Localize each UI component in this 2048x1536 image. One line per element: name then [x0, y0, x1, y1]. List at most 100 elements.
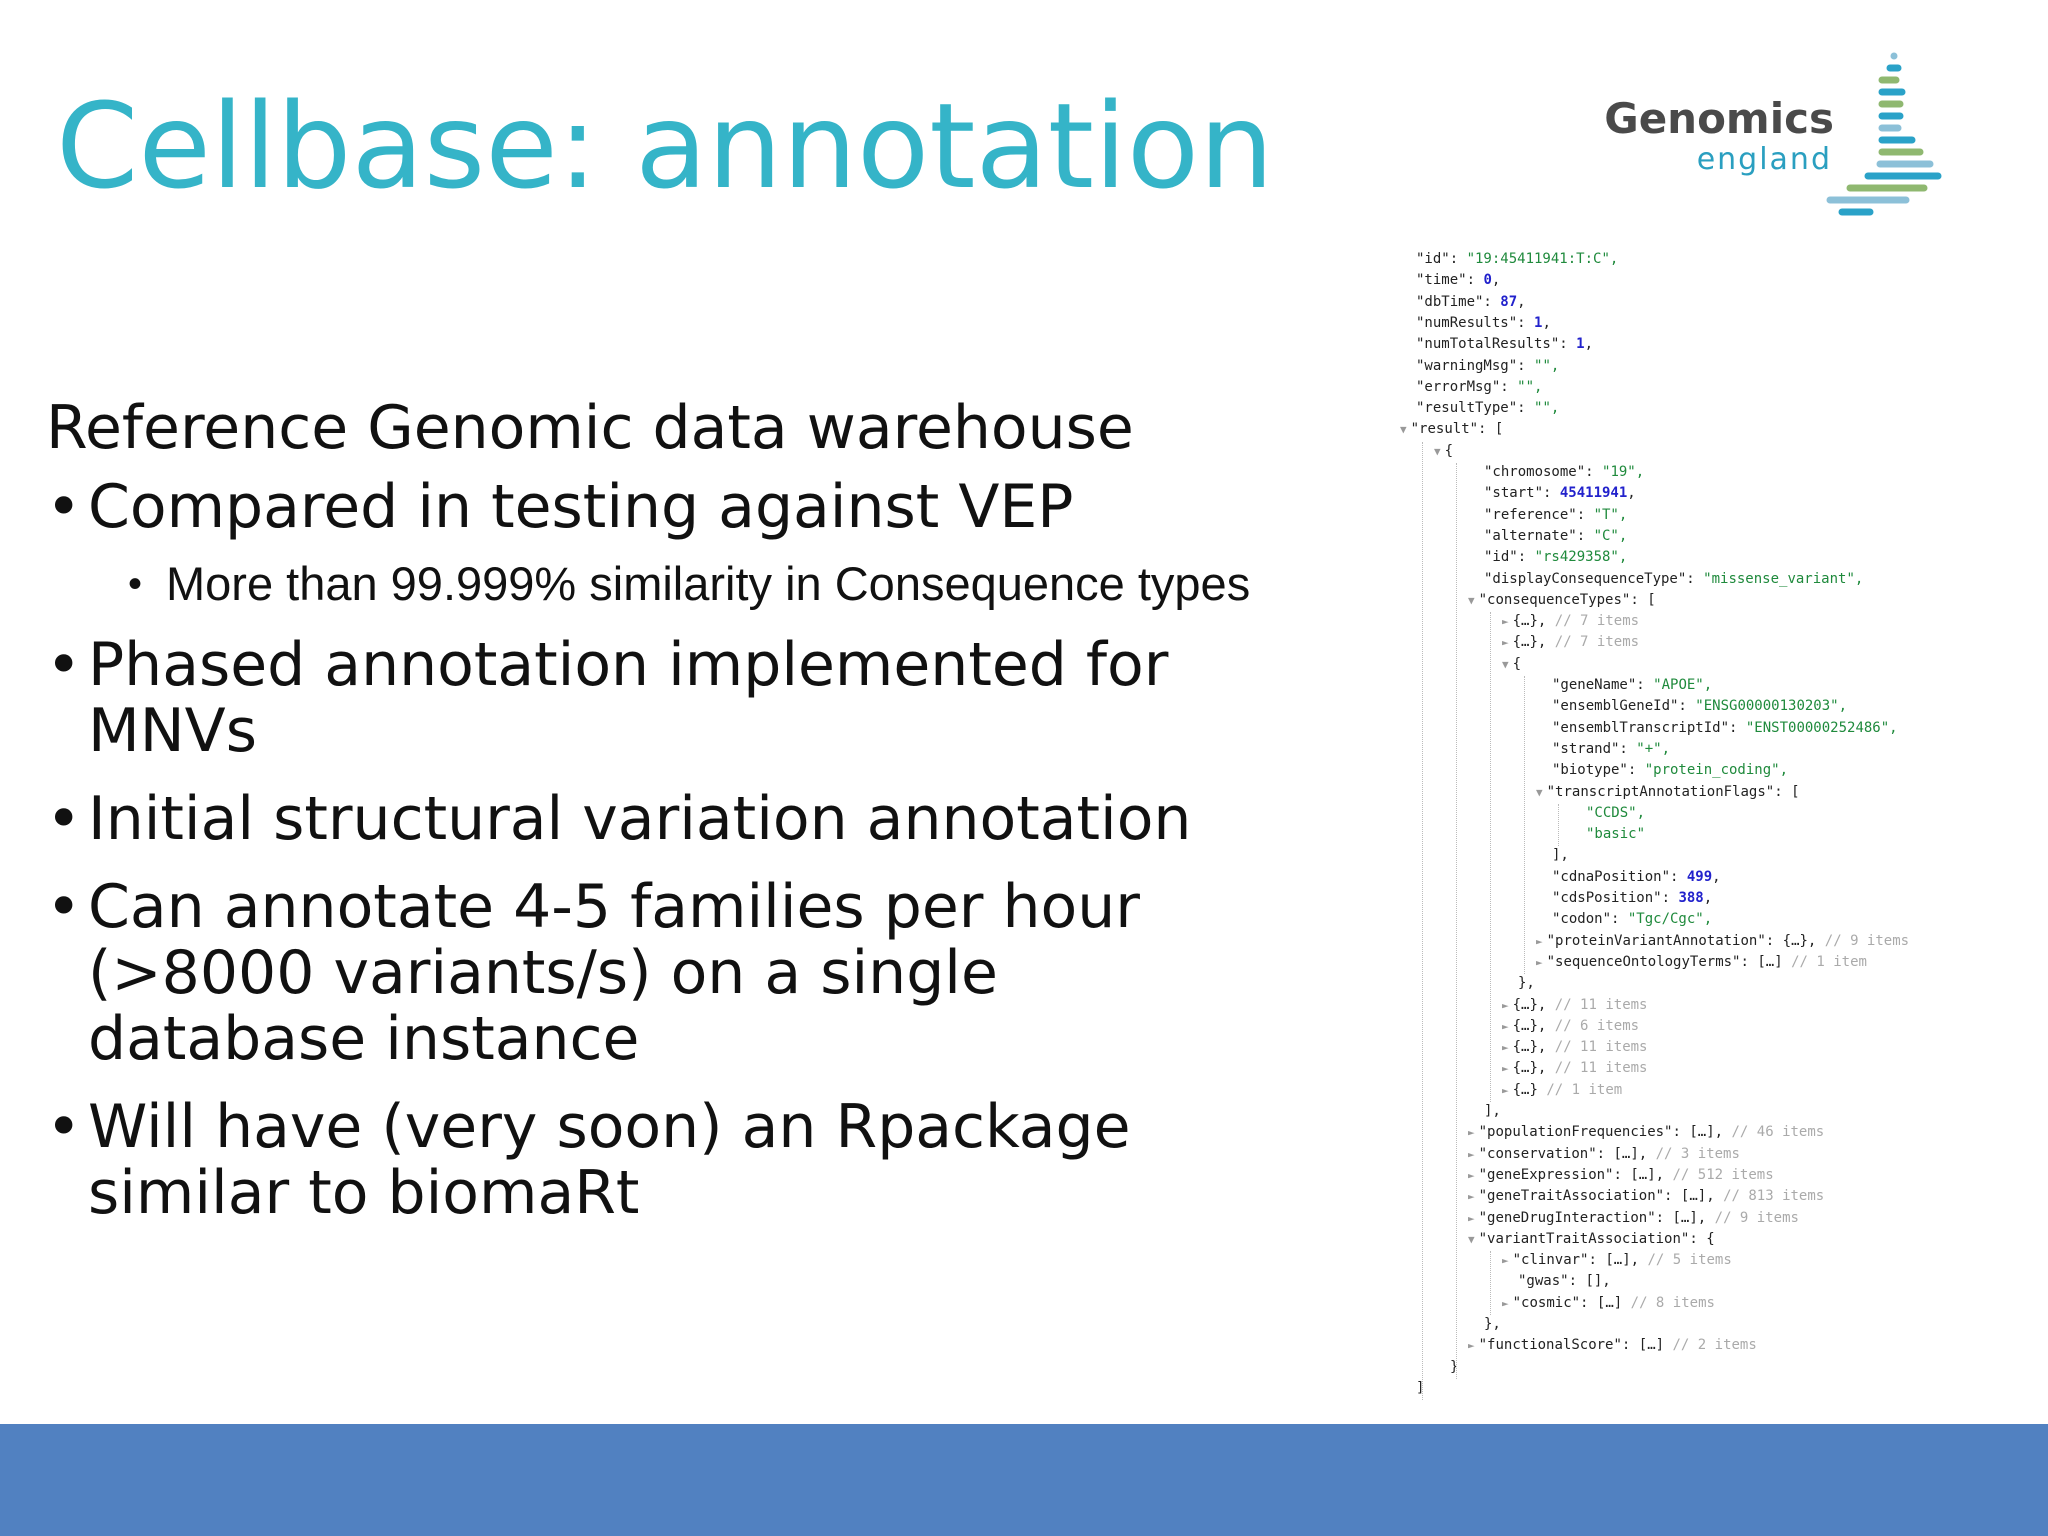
expand-toggle-icon[interactable]: ► [1468, 1168, 1475, 1182]
json-value: […], [1613, 1145, 1648, 1162]
json-line[interactable]: ▼"variantTraitAssociation": { [1468, 1230, 1715, 1249]
json-value: {…} [1512, 1081, 1538, 1098]
json-line[interactable]: ►"populationFrequencies": […], // 46 ite… [1468, 1123, 1824, 1142]
json-value: "missense_variant", [1703, 570, 1864, 587]
json-value: "", [1534, 357, 1560, 374]
json-line[interactable]: ▼"consequenceTypes": [ [1468, 591, 1656, 610]
json-comment: // 8 items [1622, 1294, 1715, 1311]
json-line[interactable]: ▼"transcriptAnnotationFlags": [ [1536, 783, 1800, 802]
collapse-toggle-icon[interactable]: ▼ [1502, 657, 1509, 671]
json-value: {…}, [1512, 1060, 1547, 1077]
json-line[interactable]: ►"sequenceOntologyTerms": […] // 1 item [1536, 953, 1867, 972]
json-key: "reference": [1484, 506, 1594, 523]
json-line[interactable]: ►"conservation": […], // 3 items [1468, 1145, 1740, 1164]
bullet-text: Phased annotation implemented for MNVs [88, 630, 1169, 766]
json-value: 45411941 [1559, 485, 1628, 502]
json-line: "warningMsg": "", [1416, 357, 1559, 375]
expand-toggle-icon[interactable]: ► [1502, 998, 1509, 1012]
json-value: {…}, [1512, 996, 1547, 1013]
json-value: "C", [1593, 527, 1628, 544]
json-line: "basic" [1586, 825, 1645, 843]
json-line[interactable]: ►"cosmic": […] // 8 items [1502, 1294, 1715, 1313]
expand-toggle-icon[interactable]: ► [1502, 1254, 1509, 1268]
expand-toggle-icon[interactable]: ► [1502, 1019, 1509, 1033]
json-key: "populationFrequencies": [1478, 1124, 1690, 1141]
collapse-toggle-icon[interactable]: ▼ [1468, 593, 1475, 607]
logo-word-england: england [1696, 142, 1832, 177]
json-line: }, [1484, 1315, 1501, 1333]
bullet-5: • Will have (very soon) an Rpackage simi… [46, 1094, 1286, 1226]
json-value: 499 [1686, 868, 1713, 885]
json-line[interactable]: ►{…}, // 7 items [1502, 612, 1639, 631]
genomics-england-logo: Genomics england [1604, 48, 1980, 228]
json-line[interactable]: ►{…}, // 11 items [1502, 996, 1648, 1015]
expand-toggle-icon[interactable]: ► [1502, 1296, 1509, 1310]
collapse-toggle-icon[interactable]: ▼ [1400, 423, 1407, 437]
expand-toggle-icon[interactable]: ► [1502, 1062, 1509, 1076]
json-line: "gwas": [], [1518, 1272, 1611, 1290]
json-comment: // 11 items [1546, 1039, 1648, 1056]
json-value: […] [1638, 1337, 1665, 1354]
json-line[interactable]: ▼{ [1502, 655, 1521, 674]
collapse-toggle-icon[interactable]: ▼ [1536, 785, 1543, 799]
json-line: "numTotalResults": 1, [1416, 335, 1593, 353]
json-line[interactable]: ►"clinvar": […], // 5 items [1502, 1251, 1732, 1270]
json-key: "numTotalResults": [1416, 336, 1577, 353]
json-value: 1 [1576, 336, 1585, 353]
json-line: "biotype": "protein_coding", [1552, 761, 1788, 779]
json-line[interactable]: ►{…}, // 11 items [1502, 1059, 1648, 1078]
json-key: "time": [1416, 272, 1484, 289]
json-key: "conservation": [1478, 1145, 1614, 1162]
json-key: "id": [1416, 251, 1467, 267]
json-key: "ensemblGeneId": [1552, 698, 1696, 715]
json-line: ] [1416, 1379, 1424, 1397]
collapse-toggle-icon[interactable]: ▼ [1468, 1232, 1475, 1246]
json-line[interactable]: ►{…} // 1 item [1502, 1081, 1622, 1100]
expand-toggle-icon[interactable]: ► [1502, 636, 1509, 650]
json-value: "", [1517, 378, 1543, 395]
json-line[interactable]: ▼"result": [ [1400, 420, 1503, 439]
json-comment: // 1 item [1537, 1081, 1623, 1098]
json-line[interactable]: ►"geneTraitAssociation": […], // 813 ite… [1468, 1187, 1824, 1206]
json-line[interactable]: ►"proteinVariantAnnotation": {…}, // 9 i… [1536, 932, 1909, 951]
json-line[interactable]: ►"geneDrugInteraction": […], // 9 items [1468, 1209, 1799, 1228]
json-value: { [1444, 442, 1454, 459]
json-line: "dbTime": 87, [1416, 293, 1526, 311]
json-comma: , [1627, 485, 1636, 502]
json-comment: // 2 items [1664, 1337, 1757, 1354]
expand-toggle-icon[interactable]: ► [1468, 1126, 1475, 1140]
expand-toggle-icon[interactable]: ► [1536, 934, 1543, 948]
json-line: "errorMsg": "", [1416, 378, 1542, 396]
expand-toggle-icon[interactable]: ► [1468, 1211, 1475, 1225]
json-line[interactable]: ►{…}, // 7 items [1502, 633, 1639, 652]
expand-toggle-icon[interactable]: ► [1468, 1147, 1475, 1161]
indent-guide [1558, 803, 1559, 847]
expand-toggle-icon[interactable]: ► [1502, 615, 1509, 629]
json-comment: // 11 items [1546, 1060, 1648, 1077]
json-value: "Tgc/Cgc", [1627, 911, 1713, 928]
expand-toggle-icon[interactable]: ► [1502, 1041, 1509, 1055]
collapse-toggle-icon[interactable]: ▼ [1434, 444, 1441, 458]
json-line: } [1450, 1358, 1458, 1376]
json-key: "chromosome": [1484, 464, 1603, 480]
json-line[interactable]: ►"functionalScore": […] // 2 items [1468, 1336, 1757, 1355]
slide-title: Cellbase: annotation [56, 77, 1274, 215]
json-line[interactable]: ►{…}, // 11 items [1502, 1038, 1648, 1057]
bullet-text: Compared in testing against VEP [88, 472, 1074, 542]
expand-toggle-icon[interactable]: ► [1468, 1339, 1475, 1353]
json-comma: , [1517, 293, 1526, 310]
json-line: "resultType": "", [1416, 399, 1559, 417]
json-key: "clinvar": [1512, 1252, 1606, 1269]
json-line: "ensemblGeneId": "ENSG00000130203", [1552, 697, 1847, 715]
json-key: "start": [1484, 485, 1560, 502]
json-key: "biotype": [1552, 762, 1645, 779]
json-line[interactable]: ►"geneExpression": […], // 512 items [1468, 1166, 1774, 1185]
json-line: "codon": "Tgc/Cgc", [1552, 910, 1712, 928]
json-line[interactable]: ►{…}, // 6 items [1502, 1017, 1639, 1036]
expand-toggle-icon[interactable]: ► [1536, 955, 1543, 969]
expand-toggle-icon[interactable]: ► [1502, 1083, 1509, 1097]
json-line[interactable]: ▼{ [1434, 442, 1453, 461]
json-key: "sequenceOntologyTerms": [1546, 953, 1758, 970]
expand-toggle-icon[interactable]: ► [1468, 1190, 1475, 1204]
json-value: […], [1672, 1209, 1707, 1226]
